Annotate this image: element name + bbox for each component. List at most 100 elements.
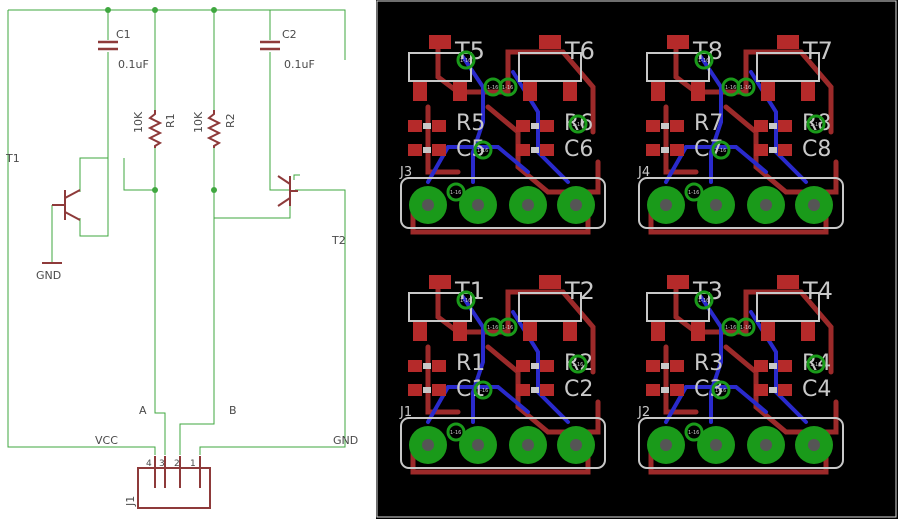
via-label: 1-16	[698, 58, 709, 64]
transistor-t1-symbol	[52, 189, 81, 221]
smd-body	[423, 123, 431, 129]
smd-pad	[778, 360, 792, 372]
via-label: 1-16	[725, 325, 736, 331]
via-ring	[568, 354, 588, 374]
smd-pad	[516, 384, 530, 396]
header-outline	[638, 417, 844, 469]
smd-pad	[691, 321, 705, 341]
pin-2-label: 2	[174, 459, 180, 469]
header-outline	[638, 177, 844, 229]
connector-j1-label: J1	[124, 496, 137, 507]
pin-3-label: 3	[159, 459, 165, 469]
smd-pad	[670, 120, 684, 132]
trace	[673, 284, 834, 375]
trace	[699, 295, 723, 424]
smd-pad	[646, 120, 660, 132]
smd-pad	[801, 321, 815, 341]
capacitor-label: C8	[802, 137, 831, 162]
smd-pad	[801, 81, 815, 101]
junction-dots	[105, 7, 217, 193]
header-label: J4	[637, 165, 650, 180]
drill-hole	[570, 439, 582, 451]
header-footprint: J4	[637, 165, 844, 229]
transistor-footprint: T2	[518, 275, 595, 341]
via-ring	[456, 290, 476, 310]
trace	[664, 145, 768, 184]
trace	[426, 145, 530, 184]
via: 1-16	[694, 290, 714, 310]
smd-pad	[754, 144, 768, 156]
via: 1-16	[473, 140, 493, 160]
via: 1-16	[736, 317, 756, 337]
via-label: 1-16	[698, 298, 709, 304]
smd-pad	[754, 384, 768, 396]
transistor-footprint: T4	[756, 275, 833, 341]
silkscreen-outline	[518, 52, 582, 82]
smd-pad	[408, 360, 422, 372]
via-ring	[446, 182, 466, 202]
r1-name: R1	[164, 113, 177, 128]
via-ring	[498, 317, 518, 337]
pcb-outline	[376, 0, 897, 518]
smd-pad	[540, 144, 554, 156]
pin-1-label: 1	[190, 459, 196, 469]
smd-pad	[413, 321, 427, 341]
capacitor-c2-symbol	[260, 40, 280, 51]
smd-pad	[408, 384, 422, 396]
via-ring	[446, 422, 466, 442]
resistor-r1-symbol	[147, 110, 163, 148]
smd-body	[531, 363, 539, 369]
via: 1-16	[711, 140, 731, 160]
drill-hole	[808, 439, 820, 451]
smd-pad	[429, 35, 451, 49]
via: 1-16	[456, 50, 476, 70]
drill-hole	[472, 439, 484, 451]
silkscreen-outline	[756, 292, 820, 322]
smd-pad	[539, 275, 561, 289]
drill-hole	[422, 199, 434, 211]
smd-pad	[453, 81, 467, 101]
capacitor-label: C2	[564, 377, 593, 402]
via-ring	[736, 77, 756, 97]
via: 1-16	[736, 77, 756, 97]
header-outline	[400, 417, 606, 469]
smd-pad	[408, 120, 422, 132]
t1-label: T1	[5, 152, 20, 165]
header-footprint: J2	[637, 405, 844, 469]
smd-body	[661, 147, 669, 153]
c1-value: 0.1uF	[118, 58, 149, 71]
drill-hole	[570, 199, 582, 211]
smd-pad	[667, 35, 689, 49]
drill-hole	[760, 199, 772, 211]
smd-pad	[413, 81, 427, 101]
trace	[435, 284, 596, 375]
smd-pad	[777, 35, 799, 49]
trace	[664, 385, 768, 424]
via-ring	[684, 182, 704, 202]
via-label: 1-16	[810, 122, 821, 128]
via: 1-16	[806, 354, 826, 374]
via-ring	[473, 380, 493, 400]
smd-body	[423, 147, 431, 153]
smd-body	[531, 123, 539, 129]
header-outline	[400, 177, 606, 229]
smd-pad	[667, 275, 689, 289]
smd-pad	[563, 81, 577, 101]
smd-pad	[777, 275, 799, 289]
resistor-label: R1	[456, 351, 485, 376]
via-label: 1-16	[477, 388, 488, 394]
via-label: 1-16	[725, 85, 736, 91]
transistor-label: T6	[564, 37, 595, 65]
via-ring	[711, 380, 731, 400]
trace	[699, 55, 723, 184]
smd-pad	[540, 360, 554, 372]
smd-pad	[516, 360, 530, 372]
drill-hole	[660, 439, 672, 451]
drill-hole	[522, 439, 534, 451]
transistor-label: T7	[802, 37, 833, 65]
via: 1-16	[446, 182, 466, 202]
smd-pad	[670, 384, 684, 396]
via: 1-16	[568, 354, 588, 374]
